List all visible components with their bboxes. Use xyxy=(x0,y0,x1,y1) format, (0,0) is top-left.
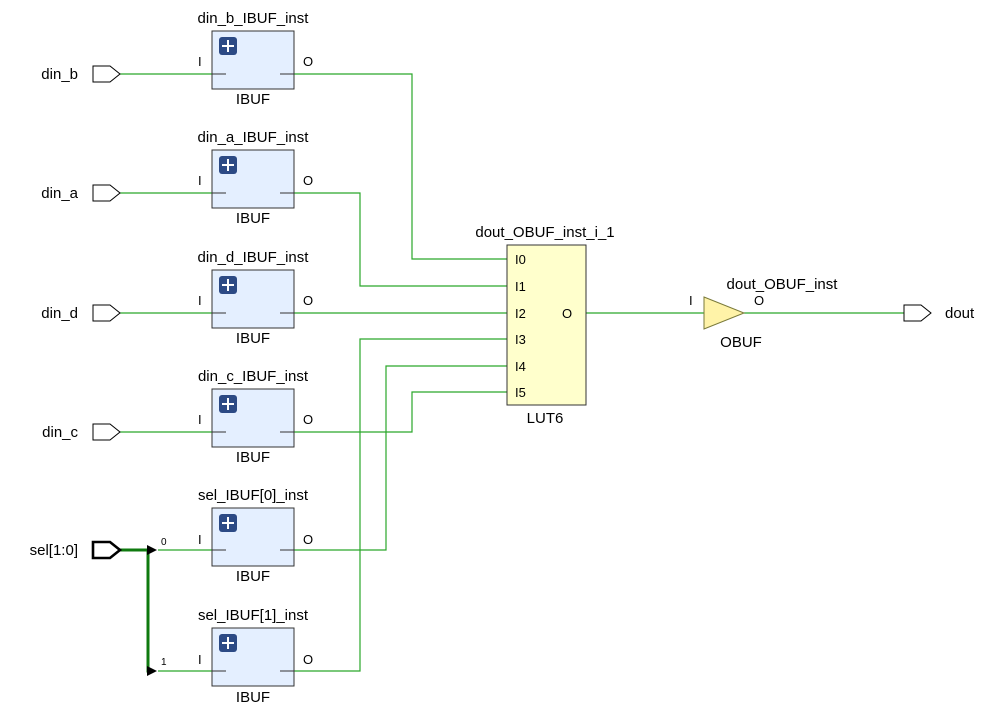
cell-instance-name: dout_OBUF_inst_i_1 xyxy=(475,224,614,241)
pin-in-label: I xyxy=(198,173,202,188)
input-port-din-b[interactable]: din_b xyxy=(41,65,121,83)
obuf-cell[interactable]: dout_OBUF_inst I O OBUF xyxy=(689,276,838,351)
pin-in-label: I xyxy=(198,54,202,69)
cell-type-label: IBUF xyxy=(236,210,270,227)
input-port-sel-bus[interactable]: sel[1:0] xyxy=(30,540,123,560)
cell-type-label: IBUF xyxy=(236,689,270,706)
lut-pin-i0: I0 xyxy=(515,252,526,267)
pin-out-label: O xyxy=(754,293,764,308)
expand-icon[interactable] xyxy=(219,395,237,413)
cell-type-label: OBUF xyxy=(720,334,762,351)
lut6-cell[interactable]: dout_OBUF_inst_i_1 I0 I1 I2 I3 I4 I5 O L… xyxy=(475,224,614,427)
ibuf-cell-din-c[interactable]: din_c_IBUF_inst I O IBUF xyxy=(198,368,313,466)
pin-in-label: I xyxy=(198,532,202,547)
net-sel1-ibuf[interactable] xyxy=(294,338,507,672)
lut-pin-i5: I5 xyxy=(515,385,526,400)
net-sel-bus[interactable] xyxy=(120,548,152,673)
pin-in-label: I xyxy=(198,293,202,308)
pin-in-label: I xyxy=(689,293,693,308)
net-sel0-ibuf[interactable] xyxy=(294,365,507,551)
expand-icon[interactable] xyxy=(219,156,237,174)
ibuf-cell-sel-0[interactable]: sel_IBUF[0]_inst I O IBUF xyxy=(198,487,313,585)
input-port-din-d[interactable]: din_d xyxy=(41,304,121,322)
bus-bit1-label: 1 xyxy=(161,657,167,668)
lut-pin-i3: I3 xyxy=(515,332,526,347)
cell-body[interactable] xyxy=(506,244,587,406)
expand-icon[interactable] xyxy=(219,634,237,652)
lut-pin-i1: I1 xyxy=(515,279,526,294)
cell-type-label: IBUF xyxy=(236,330,270,347)
pin-out-label: O xyxy=(303,652,313,667)
pin-out-label: O xyxy=(303,412,313,427)
input-port-din-a[interactable]: din_a xyxy=(41,184,121,202)
expand-icon[interactable] xyxy=(219,276,237,294)
pin-out-label: O xyxy=(303,173,313,188)
ibuf-cell-sel-1[interactable]: sel_IBUF[1]_inst I O IBUF xyxy=(198,607,313,706)
bus-ripper-bit1 xyxy=(147,666,157,676)
lut-pin-o: O xyxy=(562,306,572,321)
expand-icon[interactable] xyxy=(219,514,237,532)
nets: 0 1 xyxy=(120,73,904,676)
cell-instance-name: dout_OBUF_inst xyxy=(727,276,839,293)
net-din-a-ibuf[interactable] xyxy=(294,192,507,287)
cell-instance-name: din_c_IBUF_inst xyxy=(198,368,309,385)
pin-in-label: I xyxy=(198,652,202,667)
bus-port-label: sel[1:0] xyxy=(30,542,78,559)
cell-instance-name: din_d_IBUF_inst xyxy=(198,249,310,266)
input-port-label: din_a xyxy=(41,185,78,202)
input-port-din-c[interactable]: din_c xyxy=(42,423,121,441)
pin-out-label: O xyxy=(303,532,313,547)
ibuf-cell-din-b[interactable]: din_b_IBUF_inst I O IBUF xyxy=(198,10,314,108)
output-port-arrow-icon xyxy=(903,304,932,322)
input-port-arrow-icon xyxy=(92,65,121,83)
input-port-arrow-icon xyxy=(92,304,121,322)
pin-out-label: O xyxy=(303,54,313,69)
ibuf-cell-din-a[interactable]: din_a_IBUF_inst I O IBUF xyxy=(198,129,314,227)
input-port-label: din_d xyxy=(41,305,78,322)
ibuf-cell-din-d[interactable]: din_d_IBUF_inst I O IBUF xyxy=(198,249,314,347)
output-port-label: dout xyxy=(945,305,975,322)
input-port-label: din_b xyxy=(41,66,78,83)
output-port-dout[interactable]: dout xyxy=(903,304,975,322)
input-port-label: din_c xyxy=(42,424,78,441)
buffer-triangle-icon[interactable] xyxy=(703,296,746,330)
cell-instance-name: din_b_IBUF_inst xyxy=(198,10,310,27)
net-din-b-ibuf[interactable] xyxy=(294,73,507,260)
bus-port-arrow-icon xyxy=(91,540,123,560)
cell-instance-name: sel_IBUF[1]_inst xyxy=(198,607,309,624)
cell-instance-name: sel_IBUF[0]_inst xyxy=(198,487,309,504)
cell-type-label: IBUF xyxy=(236,568,270,585)
input-port-arrow-icon xyxy=(92,184,121,202)
expand-icon[interactable] xyxy=(219,37,237,55)
cell-instance-name: din_a_IBUF_inst xyxy=(198,129,310,146)
net-din-c-ibuf[interactable] xyxy=(294,391,507,433)
input-port-arrow-icon xyxy=(92,423,121,441)
cell-type-label: LUT6 xyxy=(527,410,564,427)
bus-bit0-label: 0 xyxy=(161,537,167,548)
cell-type-label: IBUF xyxy=(236,449,270,466)
cell-type-label: IBUF xyxy=(236,91,270,108)
pin-in-label: I xyxy=(198,412,202,427)
pin-out-label: O xyxy=(303,293,313,308)
bus-ripper-bit0 xyxy=(147,545,157,555)
lut-pin-i4: I4 xyxy=(515,359,526,374)
lut-pin-i2: I2 xyxy=(515,306,526,321)
